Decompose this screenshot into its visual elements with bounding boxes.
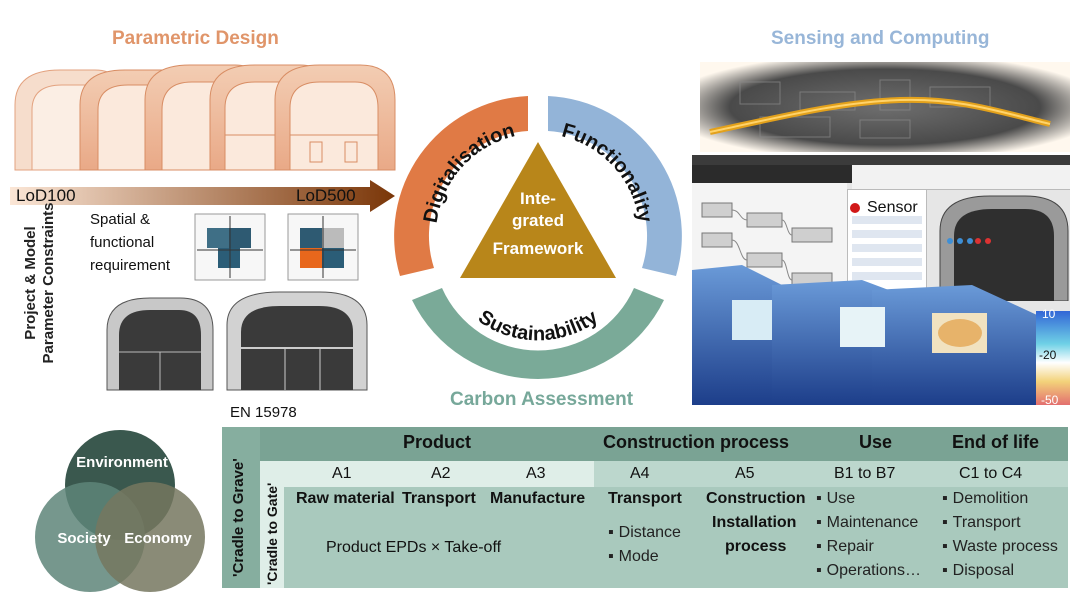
- table-header-row: [222, 427, 1068, 461]
- module-c1-c4: C1 to C4: [959, 465, 1023, 482]
- app-ribbon: [852, 165, 1070, 190]
- header-product: Product: [403, 432, 472, 452]
- header-construction: Construction process: [603, 432, 790, 452]
- stage-installation: Installation: [712, 514, 797, 531]
- module-a3: A3: [526, 465, 546, 482]
- sensor-label: Sensor: [867, 199, 918, 216]
- tunnel-segment: [274, 64, 396, 171]
- stage-process: process: [725, 538, 787, 555]
- transport-list: Distance Mode: [608, 521, 681, 569]
- header-end-of-life: End of life: [952, 432, 1039, 452]
- list-item: Waste process: [942, 535, 1058, 559]
- sustainability-label: Sustainability: [474, 306, 602, 346]
- end-of-life-list: Demolition Transport Waste process Dispo…: [942, 487, 1058, 583]
- carbon-assessment-title: Carbon Assessment: [450, 389, 634, 410]
- lod-end-label: LoD500: [296, 186, 356, 205]
- framework-triangle: [460, 142, 616, 278]
- scale-max-label: 10: [1042, 307, 1056, 321]
- cradle-to-gate-label: 'Cradle to Gate': [264, 482, 280, 585]
- framework-center-line2: grated: [512, 211, 564, 230]
- functionality-segment: [548, 96, 682, 276]
- sustainability-venn-diagram: Environment Society Economy: [35, 430, 205, 592]
- app-header: [692, 165, 852, 183]
- fe-contour-model: [692, 265, 1037, 405]
- sensing-computing-title: Sensing and Computing: [771, 28, 990, 49]
- list-item: Disposal: [942, 559, 1058, 583]
- stage-transport: Transport: [402, 490, 476, 507]
- sustainability-segment: [412, 288, 664, 379]
- header-use: Use: [859, 432, 893, 452]
- economy-circle: [95, 482, 205, 592]
- list-item: Maintenance: [816, 511, 921, 535]
- environment-label: Environment: [76, 454, 168, 471]
- table-module-row-rest: [594, 461, 1068, 487]
- cradle-to-grave-label: 'Cradle to Grave': [230, 458, 247, 577]
- cradle-to-grave-column: [222, 427, 260, 588]
- tunnel-3d-model: [939, 195, 1069, 301]
- tunnel-lod-sequence: [14, 64, 396, 171]
- scale-mid-label: -20: [1039, 348, 1057, 362]
- integrated-framework-diagram: Digitalisation Functionality Sustainabil…: [394, 96, 682, 379]
- list-item: Demolition: [942, 487, 1058, 511]
- lod-arrow: [10, 180, 395, 212]
- grey-tunnel-models: [106, 291, 368, 391]
- constraints-label: Project & Model Parameter Constraints: [22, 202, 57, 364]
- module-b1-b7: B1 to B7: [834, 465, 896, 482]
- module-a2: A2: [431, 465, 451, 482]
- colour-scale-bar: [1036, 311, 1070, 405]
- economy-label: Economy: [124, 530, 192, 547]
- app-toolbar: [692, 155, 1070, 165]
- standard-label: EN 15978: [230, 404, 297, 421]
- module-a5: A5: [735, 465, 755, 482]
- cube-icon: [287, 213, 359, 281]
- list-item: Transport: [942, 511, 1058, 535]
- society-label: Society: [57, 530, 111, 547]
- grey-tunnel: [226, 291, 368, 391]
- stage-transport-a4: Transport: [608, 490, 682, 507]
- spatial-cube-icons: [194, 213, 359, 281]
- use-list: Use Maintenance Repair Operations…: [816, 487, 921, 583]
- module-a4: A4: [630, 465, 650, 482]
- stage-construction: Construction: [706, 490, 806, 507]
- framework-center-line1: Inte-: [520, 189, 556, 208]
- aerial-tunnel-render: [700, 62, 1070, 152]
- framework-center-line3: Framework: [493, 239, 584, 258]
- digitalisation-segment: [394, 96, 528, 276]
- stage-manufacture: Manufacture: [490, 490, 586, 507]
- product-epd-note: Product EPDs × Take-off: [326, 539, 502, 556]
- lifecycle-table: 'Cradle to Grave' 'Cradle to Gate' Produ…: [222, 427, 1068, 588]
- list-item: Use: [816, 487, 921, 511]
- grey-tunnel: [106, 297, 214, 391]
- list-item: Mode: [608, 545, 681, 569]
- list-item: Distance: [608, 521, 681, 545]
- simulation-screenshot: Sensor 10 -20 -50: [692, 155, 1070, 405]
- parametric-design-title: Parametric Design: [112, 28, 279, 49]
- stage-raw-material: Raw material: [296, 490, 395, 507]
- module-a1: A1: [332, 465, 352, 482]
- list-item: Repair: [816, 535, 921, 559]
- list-item: Operations…: [816, 559, 921, 583]
- spatial-requirement-text: Spatial & functional requirement: [90, 211, 171, 274]
- lod-start-label: LoD100: [16, 186, 76, 205]
- scale-min-label: -50: [1041, 393, 1059, 405]
- cradle-to-gate-column: [260, 461, 284, 588]
- sensor-dot-icon: [850, 203, 860, 213]
- cube-icon: [194, 213, 266, 281]
